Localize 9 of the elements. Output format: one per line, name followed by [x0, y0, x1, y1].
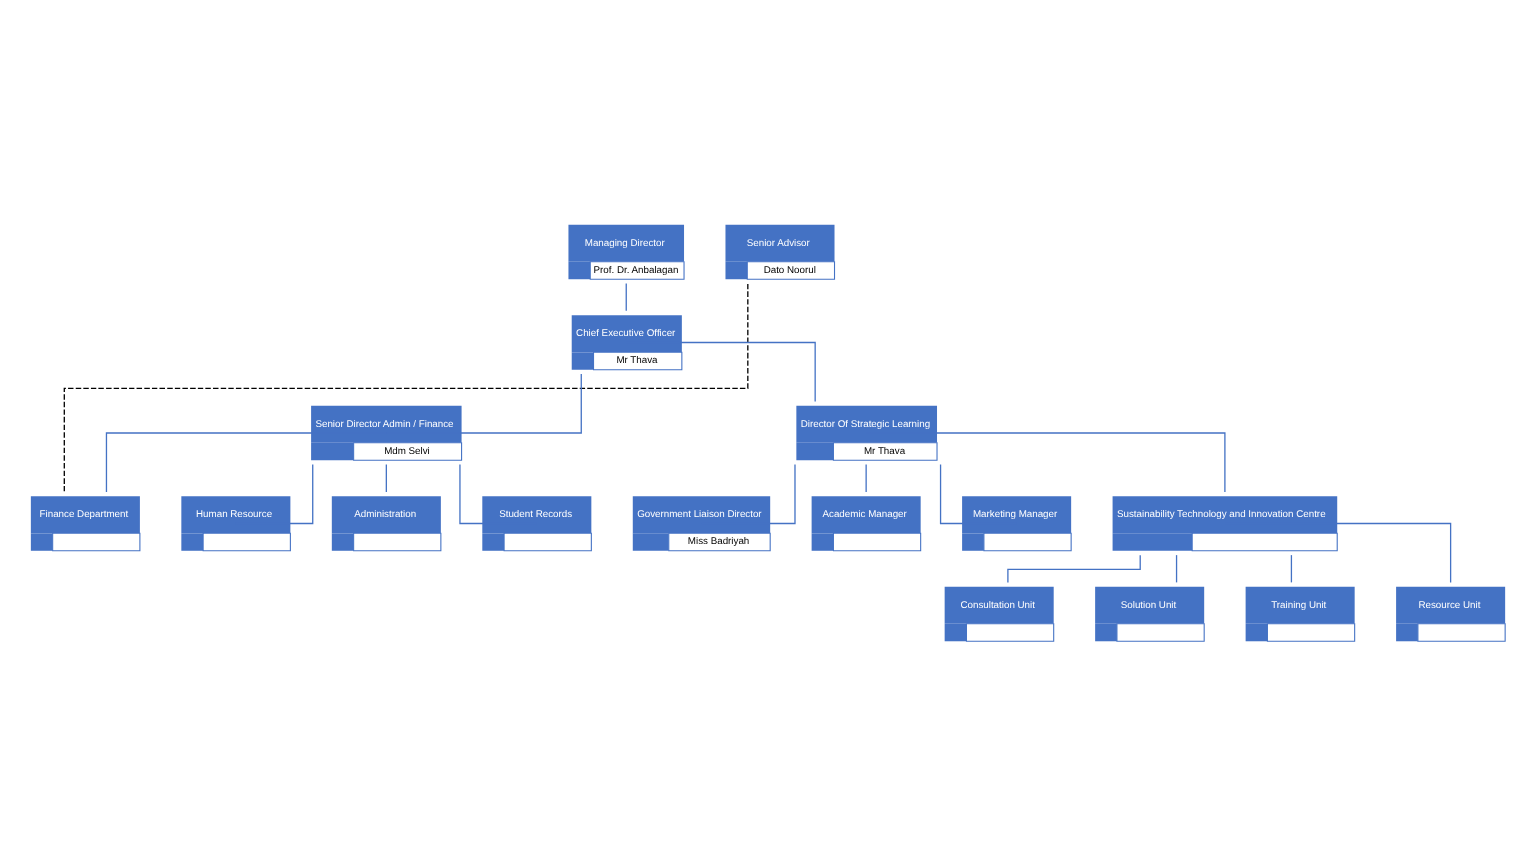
connector — [1290, 554, 1293, 584]
connector — [1007, 554, 1141, 584]
connector — [865, 463, 867, 493]
connector — [865, 432, 1226, 493]
connector — [105, 432, 387, 493]
connector — [385, 463, 387, 493]
connector — [63, 283, 749, 493]
connector — [625, 282, 627, 312]
connector — [1175, 554, 1178, 584]
